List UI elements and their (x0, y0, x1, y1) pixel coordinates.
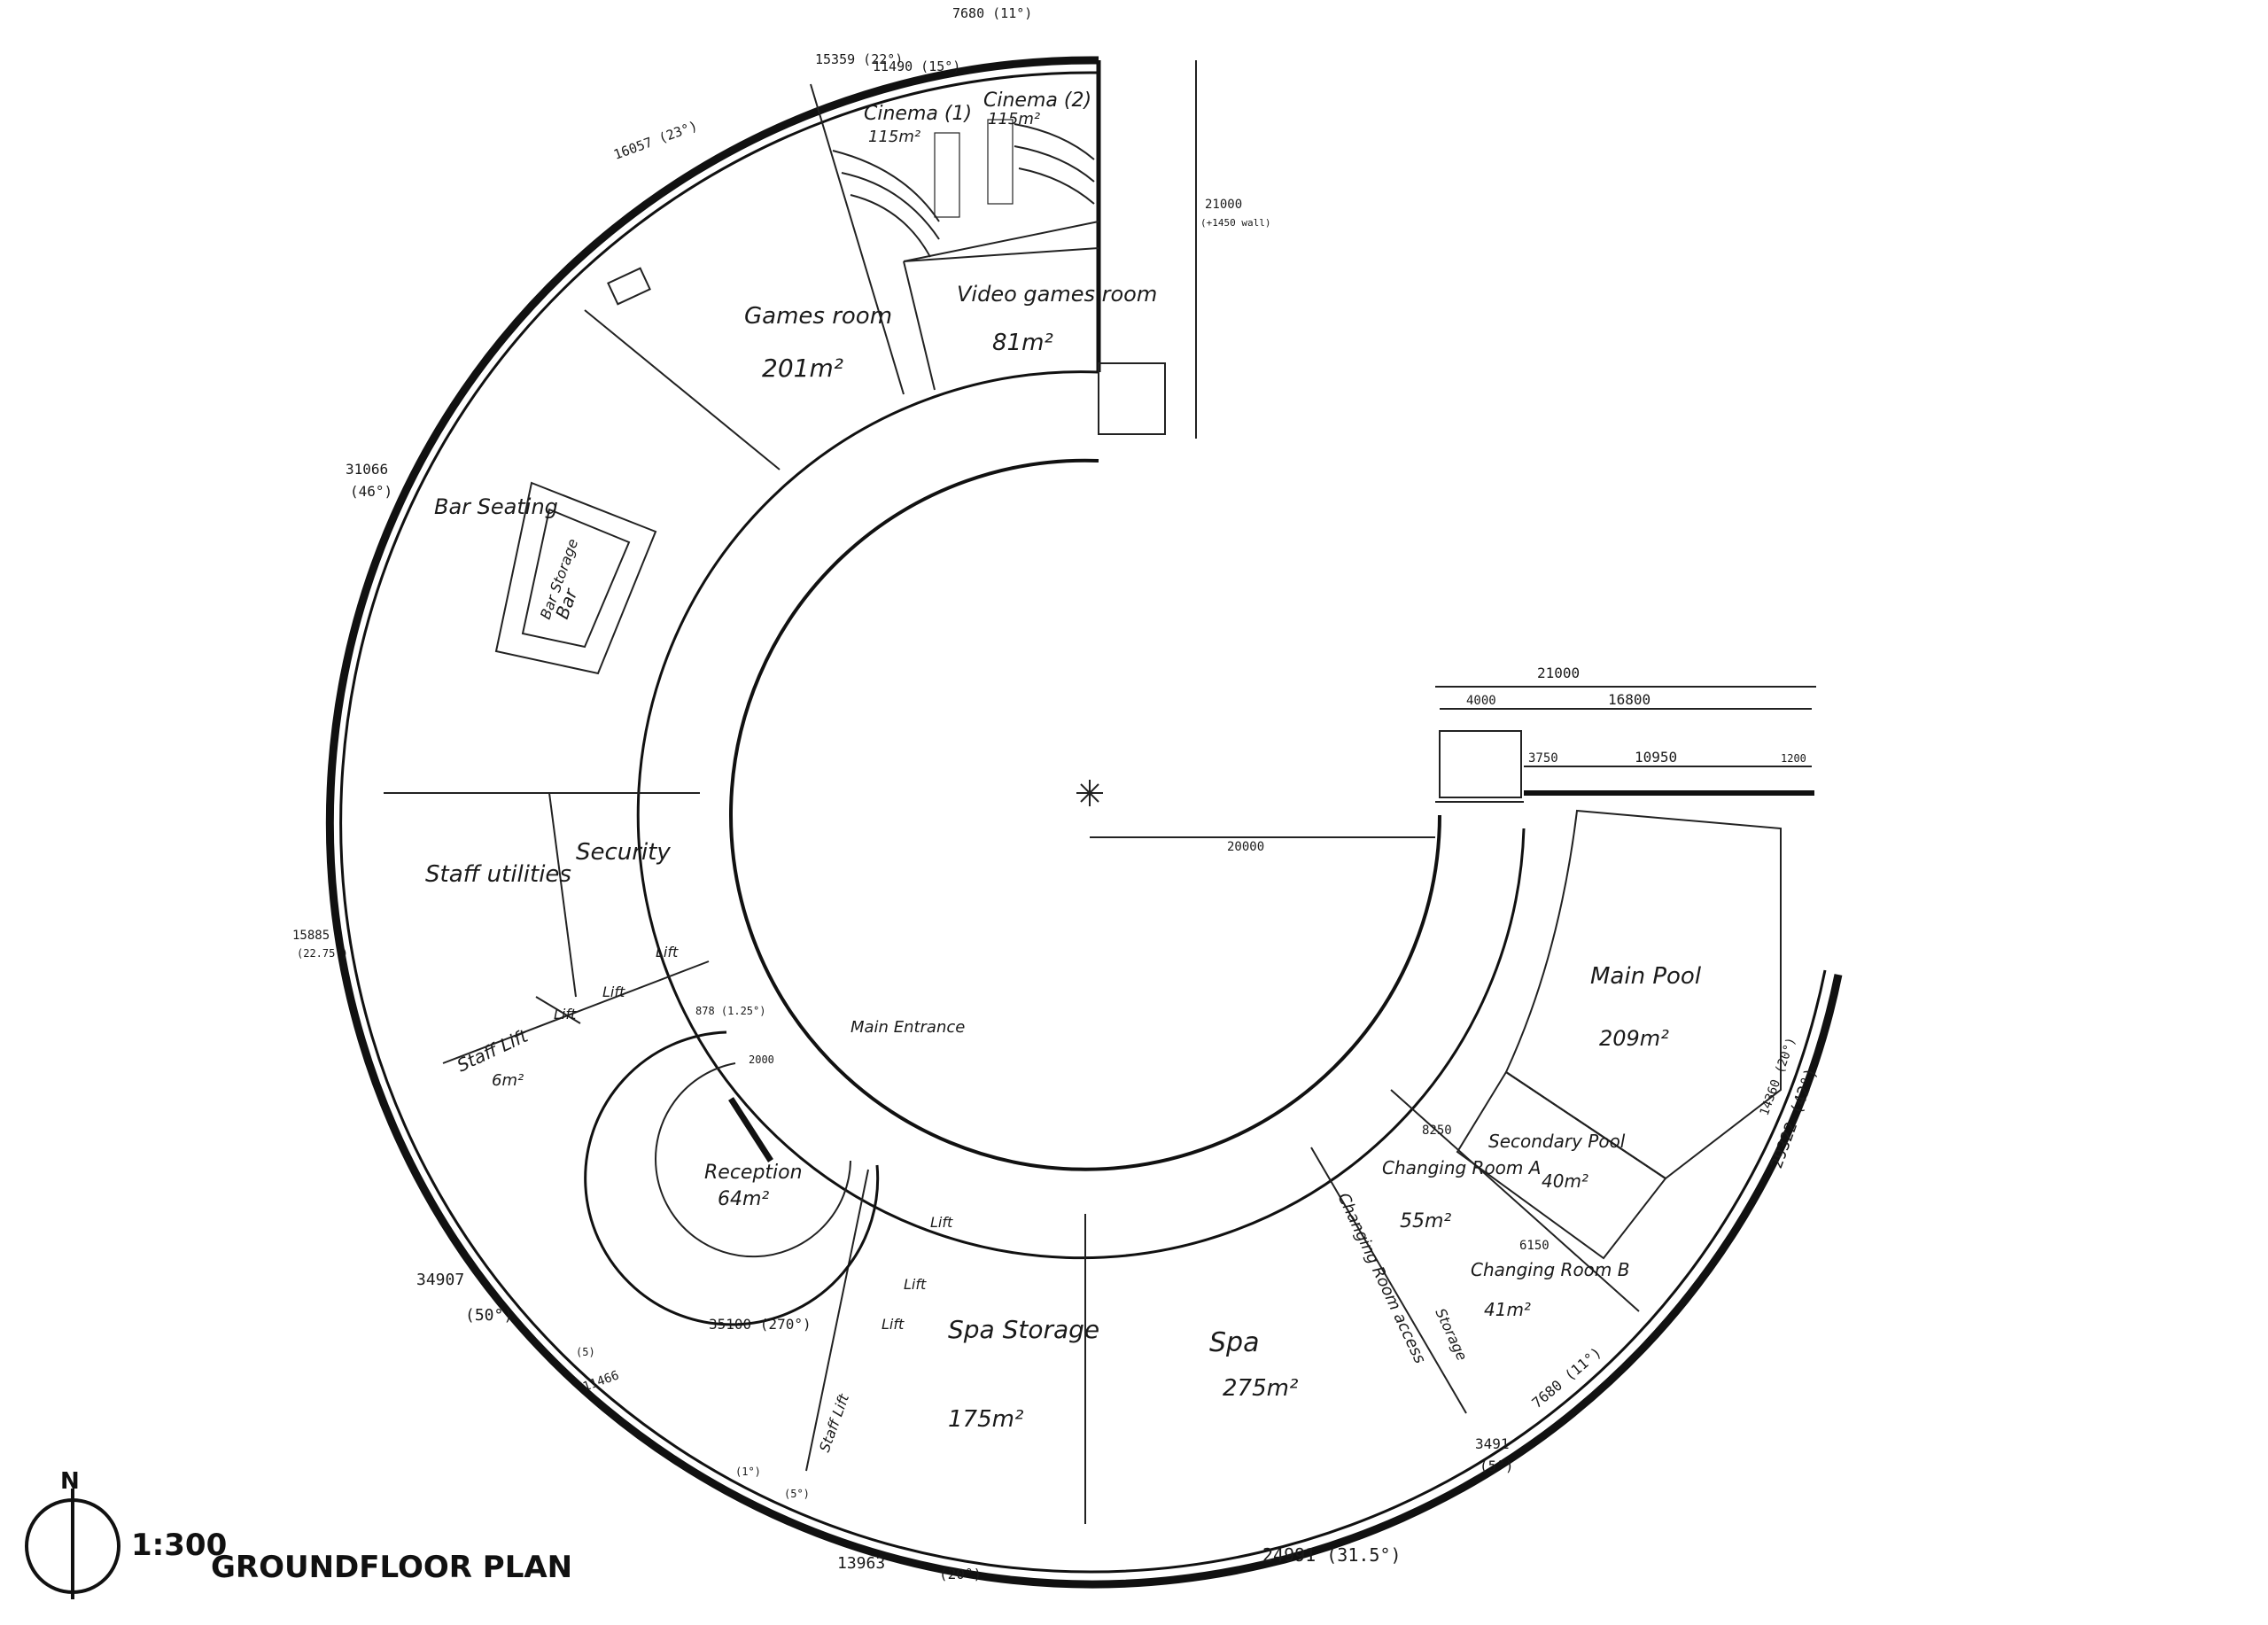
video-room-area: 81m² (992, 330, 1053, 356)
dim-top-7680: 7680 (11°) (952, 5, 1032, 21)
dim-left-50: (50°) (465, 1306, 513, 1325)
dim-rec-878: 878 (1.25°) (695, 1005, 765, 1017)
secondary-pool-area: 40m² (1542, 1170, 1588, 1192)
dim-rec-2000: 2000 (749, 1054, 774, 1066)
dim-bottom-13963: 13963 (837, 1554, 885, 1573)
spa-label: Spa (1209, 1327, 1259, 1358)
spa-lift-1: Lift (930, 1214, 953, 1231)
pools (1456, 809, 1782, 1260)
plan-title: GROUNDFLOOR PLAN (211, 1550, 572, 1585)
reception-label: Reception (704, 1162, 803, 1184)
dim-h-3750: 3750 (1528, 751, 1558, 766)
dim-bottom-20: (20°) (939, 1566, 982, 1582)
dim-small-1: (5) (576, 1346, 595, 1358)
dim-left-15885: 15885 (292, 929, 330, 943)
dim-h-4000: 4000 (1466, 694, 1496, 708)
north-label: N (60, 1468, 80, 1495)
spa-lift-3: Lift (882, 1316, 905, 1333)
lift-a-label: Lift (554, 1006, 577, 1022)
dim-radius-20000: 20000 (1227, 840, 1264, 854)
staff-utilities-label: Staff utilities (425, 861, 571, 888)
secondary-pool-label: Secondary Pool (1488, 1131, 1626, 1152)
end-stairs (1098, 362, 1522, 798)
scale-label: 1:300 (131, 1528, 227, 1563)
games-room-name: Games room (744, 303, 892, 330)
dim-right-6150: 6150 (1519, 1239, 1550, 1253)
changing-a-area: 55m² (1400, 1210, 1451, 1232)
cinema2-name: Cinema (2) (983, 89, 1091, 112)
dim-top-15359: 15359 (22°) (815, 51, 903, 67)
dim-rec-35100: 35100 (270°) (709, 1316, 812, 1333)
main-entrance-label: Main Entrance (850, 1018, 965, 1037)
storage-label: Storage (1432, 1306, 1471, 1364)
spa-lift-2: Lift (904, 1276, 927, 1293)
dimension-lines (1195, 60, 1816, 767)
lift-c-label: Lift (656, 944, 679, 960)
cinema2-area: 115m² (988, 110, 1040, 128)
changing-a-label: Changing Room A (1382, 1157, 1541, 1178)
dim-top-16057: 16057 (23°) (611, 118, 700, 163)
dim-left-34907: 34907 (416, 1271, 464, 1289)
dim-small-3: (1°) (735, 1466, 761, 1478)
dim-left-15885b: (22.75°) (297, 947, 348, 960)
spa-storage-area: 175m² (948, 1406, 1023, 1433)
dim-v-21000: 21000 (1205, 198, 1242, 212)
dim-bottom-24991: 24991 (31.5°) (1262, 1544, 1402, 1566)
dim-small-2: (5°) (784, 1488, 810, 1500)
dim-h-10950: 10950 (1635, 749, 1677, 766)
bar-seating-label: Bar Seating (434, 494, 558, 519)
bar-counter (494, 267, 657, 675)
security-label: Security (576, 839, 671, 866)
staff-lift-label: Staff Lift (454, 1024, 532, 1076)
spa-area: 275m² (1223, 1375, 1298, 1402)
main-pool-label: Main Pool (1590, 963, 1702, 990)
cinema-seating (832, 119, 1099, 262)
staff-lift-area: 6m² (492, 1071, 524, 1090)
lift-b-label: Lift (602, 984, 625, 1000)
cinema1-name: Cinema (1) (864, 103, 972, 125)
dim-bottom-5: (5°) (1480, 1458, 1514, 1474)
dim-v-21000b: (+1450 wall) (1200, 217, 1270, 229)
dim-h-16800: 16800 (1608, 691, 1651, 708)
dim-bottom-3491: 3491 (1475, 1435, 1510, 1452)
dim-h-1200: 1200 (1781, 752, 1806, 765)
reception-stair (584, 1030, 880, 1326)
main-pool-area: 209m² (1599, 1026, 1669, 1051)
changing-b-label: Changing Room B (1471, 1259, 1629, 1280)
dim-right-8250: 8250 (1422, 1124, 1452, 1138)
dim-top-11490: 11490 (15°) (873, 58, 960, 74)
changing-b-area: 41m² (1484, 1299, 1531, 1320)
north-arrow (25, 1489, 120, 1599)
centre-marker (1076, 780, 1435, 838)
dim-left-31066: 31066 (346, 461, 388, 478)
dim-h-21000: 21000 (1537, 665, 1580, 681)
games-room-area: 201m² (762, 354, 843, 383)
dim-left-46: (46°) (350, 483, 392, 500)
spa-storage-label: Spa Storage (948, 1315, 1099, 1344)
building-shell (325, 56, 1843, 1589)
reception-area: 64m² (718, 1188, 769, 1210)
video-room-name: Video games room (957, 282, 1157, 307)
cinema1-area: 115m² (868, 128, 920, 146)
